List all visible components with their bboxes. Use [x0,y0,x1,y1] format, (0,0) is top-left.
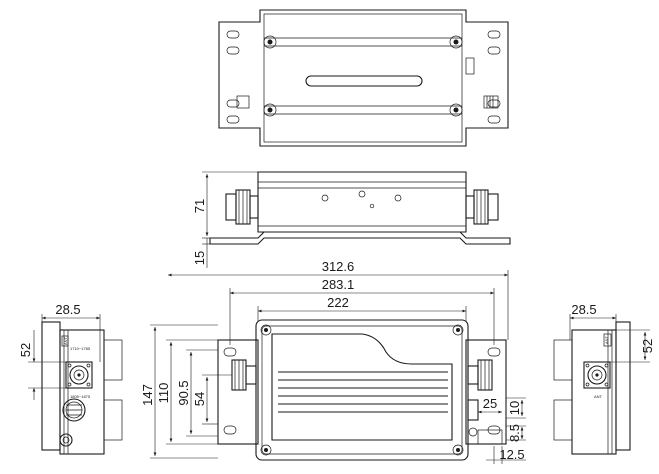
top-view-plate-outline [218,9,509,147]
left-end-label-ant: ANT [63,336,68,345]
dim-side-flange: 15 [192,251,207,265]
slot-icon [226,46,240,55]
dim-slot-125: 12.5 [499,447,524,462]
slot-icon [223,347,237,357]
front-view: 312.6 283.1 222 [140,259,526,464]
slot-icon [487,347,501,357]
slot-icon [487,99,501,108]
front-body [255,319,469,461]
n-connector-icon [225,189,259,225]
dim-side-height: 71 [192,199,207,213]
left-end-body [59,329,105,455]
right-end-label-ant-bottom: ANT [594,394,603,399]
screw-icon [260,444,272,456]
dim-slot-25: 25 [483,396,497,411]
left-end-view: ANT 1710~1785 1805~1875 28.5 [18,302,123,455]
top-view-center-slot [305,75,423,87]
n-connector-icon [465,189,499,225]
n-connector-icon [583,361,611,389]
hole-icon [394,194,402,202]
hole-icon [358,190,366,198]
top-view [218,9,509,147]
dim-slot-10: 10 [507,401,522,415]
slot-icon [487,30,501,39]
right-end-dim-width: 28.5 [571,302,596,317]
connector-icon [465,57,475,75]
connector-icon [467,399,479,421]
slot-icon [487,115,501,124]
left-end-dim-height: 52 [18,343,33,357]
hole-icon [369,203,375,209]
dim-overall-width: 312.6 [322,259,355,274]
round-connector-icon [62,398,86,422]
n-connector-icon [65,361,93,389]
connector-icon [236,95,250,109]
screw-icon [260,324,272,336]
hole-icon [321,194,329,202]
left-end-flange [41,321,61,451]
top-view-inner-frame [263,13,463,143]
hole-icon [468,427,478,437]
slot-icon [226,30,240,39]
slot-icon [223,425,237,435]
dim-connector-offset: 54 [192,392,207,406]
dim-slot-85: 8.5 [507,424,522,442]
right-end-view: ANT ANT 28.5 52 [553,302,655,455]
dim-overall-height: 147 [140,384,155,406]
heatsink-panel [271,333,453,441]
dim-body-height: 90.5 [176,380,191,405]
ground-terminal-icon [59,433,73,447]
slot-icon [226,115,240,124]
dim-mount-height: 110 [156,383,171,404]
n-connector-icon [467,359,493,391]
right-end-flange [615,321,631,451]
side-view: 71 15 [192,171,511,268]
screw-icon [263,35,277,49]
n-connector-icon [231,359,257,391]
front-left-flange [217,339,259,445]
dim-mount-spacing: 283.1 [322,277,355,292]
right-end-body [571,329,617,455]
left-end-label-freq-b: 1805~1875 [70,394,91,399]
screw-icon [449,35,463,49]
side-view-body [257,171,467,233]
screw-icon [449,103,463,117]
connector-icon [477,429,503,445]
screw-icon [452,444,464,456]
slot-icon [226,99,240,108]
heatsink-fins [278,371,448,413]
side-view-flange [209,231,511,245]
slot-icon [487,46,501,55]
screw-icon [452,324,464,336]
left-end-dim-width: 28.5 [55,302,80,317]
dim-body-width: 222 [327,295,349,310]
right-end-dim-height: 52 [640,339,655,353]
left-end-label-freq-a: 1710~1785 [70,346,91,351]
screw-icon [263,103,277,117]
right-end-label-ant-top: ANT [604,335,609,344]
connector-icon [483,95,499,109]
